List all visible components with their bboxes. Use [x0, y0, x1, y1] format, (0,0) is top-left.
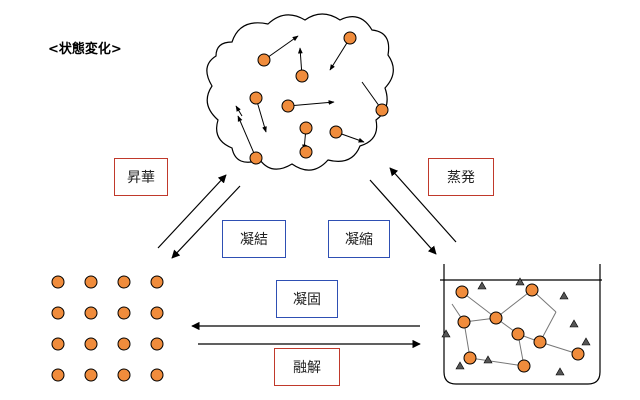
condensation-label: 凝縮	[328, 220, 390, 258]
particle-link	[469, 357, 525, 367]
vapor-triangle	[483, 355, 493, 364]
vapor-triangle	[581, 337, 591, 346]
evaporation-label: 蒸発	[428, 158, 494, 196]
particle	[249, 151, 263, 165]
particle	[299, 145, 313, 159]
deposition-label: 凝結	[222, 220, 286, 258]
particle	[51, 306, 65, 320]
particle	[51, 368, 65, 382]
vapor-triangle	[441, 329, 451, 338]
motion-arrow	[287, 100, 335, 107]
particle	[117, 306, 131, 320]
particle	[525, 283, 539, 297]
particle	[117, 337, 131, 351]
particle	[489, 311, 503, 325]
particle	[533, 335, 547, 349]
motion-arrow	[263, 35, 299, 61]
particle	[150, 337, 164, 351]
particle	[117, 275, 131, 289]
particle	[150, 275, 164, 289]
particle	[511, 327, 525, 341]
particle	[51, 337, 65, 351]
gas-cloud-icon	[206, 13, 394, 171]
particle-link	[539, 341, 579, 355]
condensation-arrow	[369, 179, 437, 255]
particle	[150, 306, 164, 320]
sublimation-arrow	[157, 174, 227, 249]
particle	[84, 275, 98, 289]
particle	[117, 368, 131, 382]
motion-arrow	[237, 115, 257, 159]
particle	[375, 103, 389, 117]
particle	[455, 285, 469, 299]
particle-link	[461, 291, 497, 319]
melting-label: 融解	[274, 348, 340, 386]
particle	[257, 53, 271, 67]
vapor-triangle	[559, 291, 569, 300]
particle	[299, 121, 313, 135]
process-arrows	[157, 167, 457, 349]
page-title: <状態変化>	[48, 42, 122, 57]
particle	[281, 99, 295, 113]
deposition-arrow	[171, 185, 241, 259]
vapor-triangle	[477, 281, 487, 290]
liquid-beaker-icon	[440, 264, 602, 385]
particle	[84, 306, 98, 320]
evaporation-arrow	[389, 167, 457, 243]
particle	[457, 315, 471, 329]
motion-arrow	[235, 105, 243, 117]
particle	[249, 91, 263, 105]
particle	[343, 31, 357, 45]
particle	[84, 368, 98, 382]
vapor-triangle	[455, 361, 465, 370]
freezing-label: 凝固	[276, 280, 338, 318]
vapor-triangle	[515, 277, 525, 286]
particle	[463, 351, 477, 365]
particle	[51, 275, 65, 289]
particle	[517, 359, 531, 373]
particle	[295, 69, 309, 83]
sublimation-label: 昇華	[114, 158, 168, 196]
vapor-triangle	[569, 319, 579, 328]
particle-link	[495, 289, 533, 319]
particle	[84, 337, 98, 351]
particle	[150, 368, 164, 382]
particle	[571, 347, 585, 361]
vapor-triangle	[555, 367, 565, 376]
particle	[329, 125, 343, 139]
solid-particle-grid	[51, 275, 164, 382]
